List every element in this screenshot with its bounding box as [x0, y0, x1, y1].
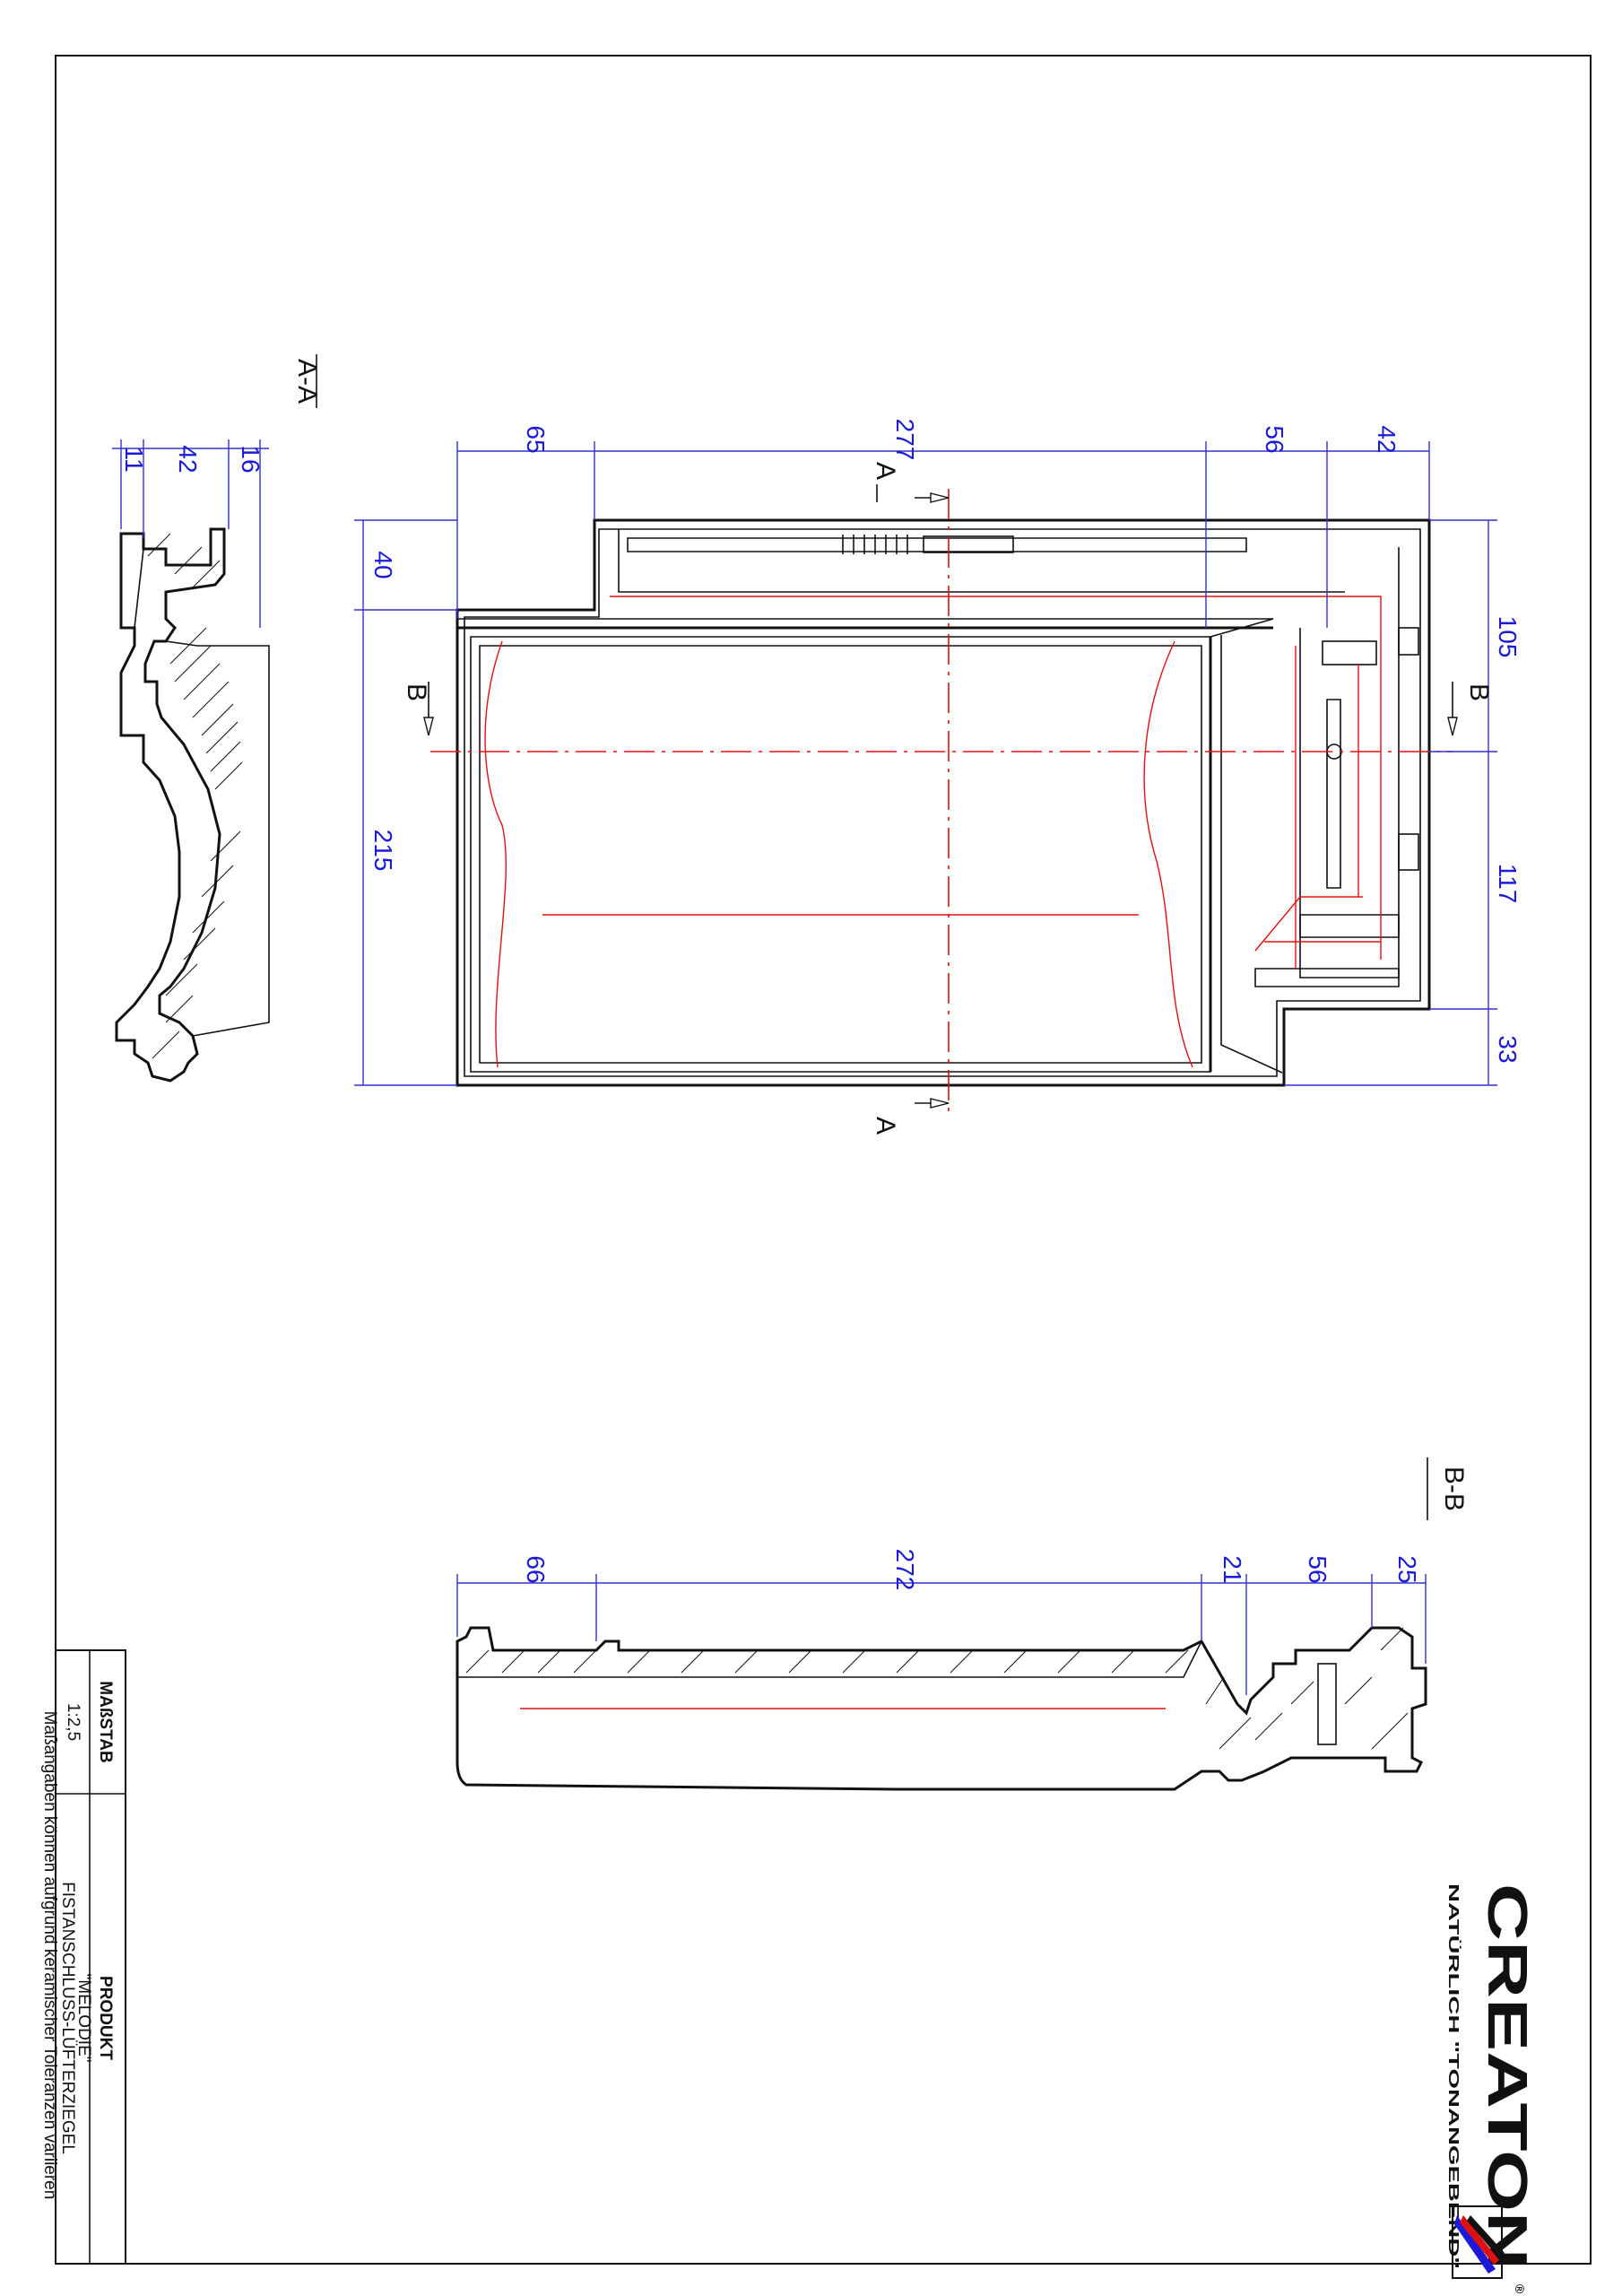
scale-header: MAßSTAB: [96, 1681, 115, 1762]
section-aa-label: A-A: [292, 359, 322, 404]
sheet-border: [55, 55, 1592, 2265]
dim-top-4: 42: [1373, 425, 1401, 453]
title-block: MAßSTAB 1:2,5 PRODUKT "MELODIE" FISTANSC…: [55, 1649, 126, 2265]
marker-b-left: B: [402, 683, 431, 701]
dim-left-2: 215: [369, 830, 397, 872]
product-header: PRODUKT: [96, 1976, 115, 2060]
bb-dim-4: 56: [1304, 1555, 1331, 1583]
product-type: FISTANSCHLUSS-LÜFTERZIEGEL: [58, 1882, 77, 2154]
dim-right-2: 117: [1494, 864, 1522, 904]
dim-left-1: 40: [369, 551, 397, 578]
dim-top-1: 65: [522, 425, 550, 453]
bb-dim-1: 66: [522, 1555, 550, 1583]
scale-value: 1:2,5: [64, 1703, 82, 1741]
creaton-logo: CREATON NATÜRLICH "TONANGEBEND" ®: [1445, 1883, 1538, 2294]
bb-dim-5: 25: [1393, 1555, 1421, 1583]
product-name: "MELODIE": [74, 1973, 93, 2062]
aa-dim-1: 11: [120, 446, 148, 472]
logo-brand: CREATON: [1476, 1883, 1538, 2269]
tolerance-note: Maßangaben können aufgrund keramischer T…: [40, 1711, 59, 2200]
dim-top-3: 56: [1261, 425, 1288, 453]
marker-a-top: A: [871, 462, 900, 480]
marker-b-right: B: [1464, 683, 1494, 701]
bb-dim-2: 272: [891, 1549, 919, 1591]
dim-right-3: 33: [1494, 1035, 1522, 1063]
section-bb: B-B 66 272 21 56 25: [455, 1457, 1469, 1791]
section-aa: A-A 11 42 16: [112, 354, 322, 1083]
top-view: [430, 489, 1453, 1112]
section-markers: A A B B: [402, 462, 1494, 1135]
dim-right-1: 105: [1494, 616, 1522, 658]
section-bb-label: B-B: [1439, 1466, 1469, 1511]
logo-slogan: NATÜRLICH "TONANGEBEND": [1445, 1883, 1462, 2269]
aa-dim-3: 16: [237, 445, 265, 473]
marker-a-bottom: A: [871, 1117, 900, 1135]
bb-dim-3: 21: [1219, 1555, 1246, 1583]
dim-top-2: 277: [891, 419, 919, 461]
logo-registered: ®: [1513, 2284, 1527, 2294]
aa-dim-2: 42: [174, 445, 202, 473]
top-view-dimensions: 65 277 56 42 40 215 105 117 33: [354, 419, 1522, 1086]
